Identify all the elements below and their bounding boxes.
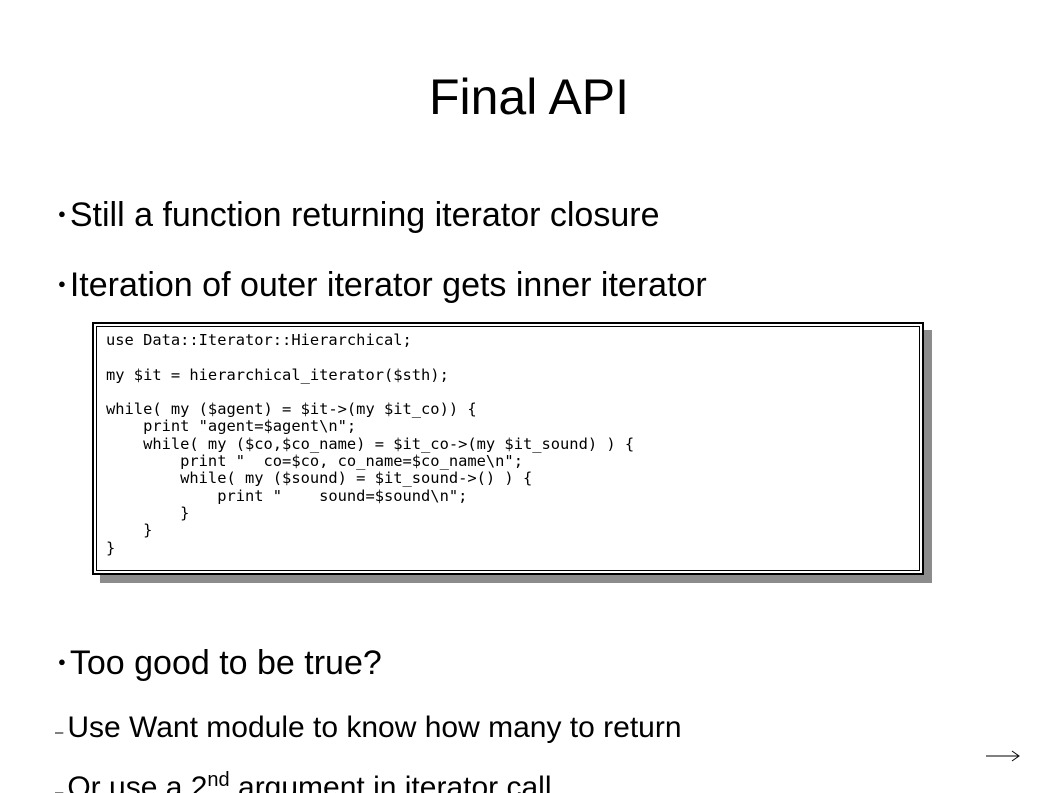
bullet-dot-icon: ●: [58, 276, 66, 292]
arrow-right-icon[interactable]: [985, 748, 1021, 764]
bullet-item: ●Iteration of outer iterator gets inner …: [58, 265, 707, 307]
bullet-item: ●Too good to be true?: [58, 643, 382, 685]
bullet-text: Iteration of outer iterator gets inner i…: [69, 266, 707, 304]
code-line: }: [106, 538, 116, 557]
bullet-dot-icon: ●: [58, 654, 66, 670]
sub-bullet-text: argument in iterator call: [229, 771, 552, 793]
superscript: nd: [207, 769, 230, 791]
slide-title: Final API: [428, 69, 630, 125]
code-line: while( my ($sound) = $it_sound->() ) {: [106, 469, 533, 488]
code-line: }: [106, 521, 153, 540]
code-text: use Data::Iterator::Hierarchical; my $it…: [106, 331, 635, 557]
sub-bullet-text: Use Want module to know how many to retu…: [67, 711, 682, 744]
code-line: print " sound=$sound\n";: [106, 486, 468, 505]
bullet-item: ●Still a function returning iterator clo…: [58, 195, 659, 237]
code-line: use Data::Iterator::Hierarchical;: [106, 331, 412, 349]
code-line: my $it = hierarchical_iterator($sth);: [106, 365, 449, 384]
bullet-dot-icon: ●: [58, 206, 66, 222]
code-line: while( my ($agent) = $it->(my $it_co)) {: [106, 400, 477, 419]
sub-bullet-text: Or use a 2: [67, 771, 208, 793]
code-block: use Data::Iterator::Hierarchical; my $it…: [92, 322, 924, 575]
code-line: while( my ($co,$co_name) = $it_co->(my $…: [106, 434, 635, 453]
code-line: print " co=$co, co_name=$co_name\n";: [106, 452, 523, 471]
dash-icon: –: [55, 784, 64, 793]
code-line: print "agent=$agent\n";: [106, 417, 357, 436]
sub-bullet-item: –Use Want module to know how many to ret…: [55, 710, 682, 751]
code-line: }: [106, 503, 190, 522]
bullet-text: Still a function returning iterator clos…: [69, 196, 660, 234]
sub-bullet-item: –Or use a 2nd argument in iterator call: [55, 770, 551, 793]
dash-icon: –: [55, 724, 64, 741]
bullet-text: Too good to be true?: [69, 644, 382, 682]
